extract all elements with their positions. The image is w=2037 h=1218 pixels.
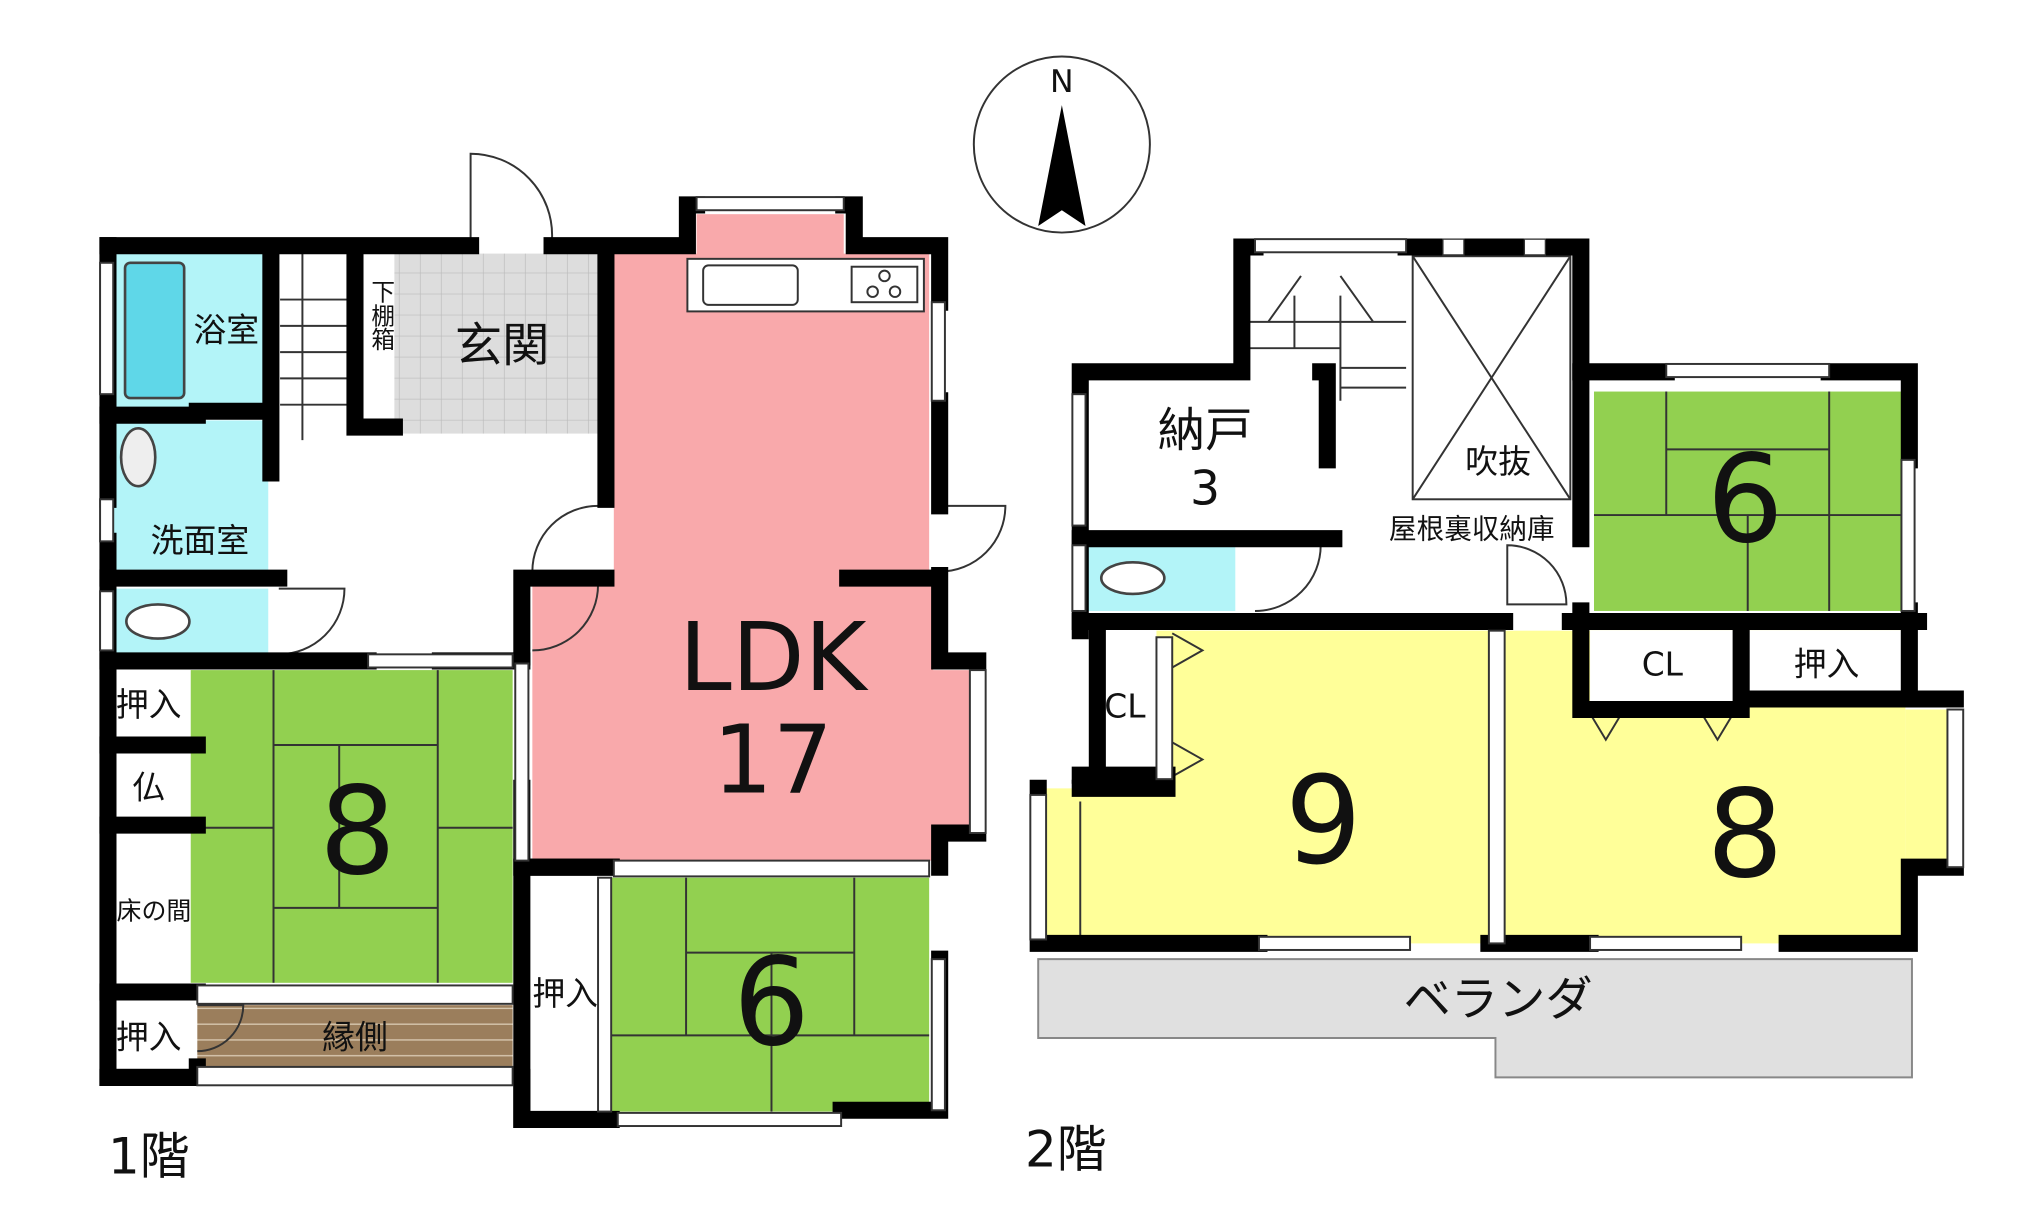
compass-north-label: N [1050,64,1074,100]
altar-label: 仏 [132,769,165,807]
toilet-icon [125,603,191,640]
window [1029,793,1048,941]
japanese-room-6-2f-label: 6 [1707,429,1784,570]
floor-2: 納戸 3 吹抜 屋根裏収納庫 6 CL 押入 CL 9 8 ベランダ 2階 [1025,238,1965,1179]
entrance-label: 玄関 [455,318,550,373]
window [1900,458,1916,612]
western-room-9-floor [1044,630,1489,944]
window [968,669,987,835]
attic-storage-label: 屋根裏収納庫 [1389,513,1554,546]
compass: N [972,55,1151,234]
window [1254,238,1408,254]
sink-icon [119,427,157,488]
window [1071,544,1087,612]
door-icon [1255,544,1322,612]
ldk-floor [532,253,973,861]
japanese-room-8-label: 8 [319,762,396,903]
closet-top-label: 押入 [116,686,182,724]
window [367,653,514,669]
closet-room6-label: 押入 [532,975,598,1013]
engawa-floor [197,1005,513,1067]
window [1071,393,1087,527]
floor-2-label: 2階 [1025,1121,1107,1179]
door-icon [531,504,599,573]
sliding-door [597,876,613,1113]
window [930,958,946,1112]
entrance-door-icon [469,152,554,238]
bathtub-icon [123,261,186,400]
floor-1: 浴室 洗面室 下棚箱 玄関 LDK 17 8 6 押入 仏 床の間 押入 縁側 … [99,152,1007,1185]
window [1665,362,1831,379]
balcony-label: ベランダ [1403,973,1592,1028]
door-icon [278,587,346,656]
storage-size-label: 3 [1190,462,1220,517]
stove-icon [850,265,919,304]
walls-1f [99,196,987,1128]
bath-label: 浴室 [193,312,259,350]
window [1589,935,1743,951]
sliding-door [1487,629,1506,945]
washroom-label: 洗面室 [151,522,249,560]
western-room-9-label: 9 [1285,751,1362,892]
atrium-cross [1411,255,1572,500]
window [695,196,845,212]
storage-label: 納戸 [1158,404,1253,459]
closet-oshiire-label: 押入 [1794,645,1860,683]
window [99,261,115,396]
stairs-1f [280,253,349,441]
ldk-size-label: 17 [713,705,833,815]
window [99,498,115,543]
stairs-lines [1248,275,1407,401]
entrance-floor [394,253,599,434]
japanese-room-8-floor [190,670,513,983]
tatami-lines-6 [611,877,930,1112]
door-icon [939,504,1007,573]
japanese-room-6-floor [611,877,930,1112]
kitchen-sink-icon [702,264,799,306]
shoe-cabinet-label: 下棚箱 [367,280,395,351]
closet-bottom-label: 押入 [116,1019,182,1057]
tatami-lines-2f [1593,391,1902,611]
balcony-floor [1037,958,1913,1079]
ldk-label: LDK [679,603,870,713]
closet-cl-right-label: CL [1642,645,1684,683]
atrium-label: 吹抜 [1465,443,1531,481]
sliding-door [514,662,530,862]
tokonoma-label: 床の間 [117,897,192,926]
door-icon [1506,544,1568,606]
closet-cl-left-label: CL [1104,687,1146,725]
window [196,1065,514,1087]
north-arrow-icon [1038,105,1086,226]
kitchen-bump [696,214,844,257]
tatami-lines-8 [190,670,513,983]
window [1257,935,1412,951]
door-icon [532,583,600,652]
folding-door-icon [1171,632,1735,778]
window [1946,708,1965,869]
floor-1-label: 1階 [108,1127,190,1185]
sliding-door [612,859,931,878]
walls-2f [1029,238,1964,952]
engawa-label: 縁側 [322,1019,388,1057]
toilet-icon [1099,561,1166,596]
stairs-lines [280,253,349,441]
window [196,984,514,1005]
western-room-8-label: 8 [1707,764,1784,905]
window [99,590,115,652]
sliding-door [1155,636,1174,781]
window [616,1111,843,1128]
door-icon [197,1004,245,1053]
window [930,301,946,402]
japanese-room-6-label: 6 [733,933,810,1074]
